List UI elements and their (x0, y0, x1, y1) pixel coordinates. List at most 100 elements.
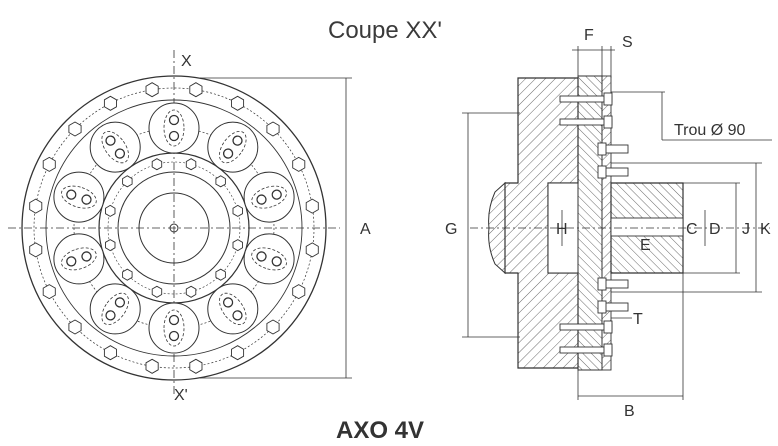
element-ellipse (251, 247, 287, 271)
element-ellipse (61, 185, 97, 209)
element-pin (256, 251, 267, 262)
outer-bolt-ring (29, 82, 319, 374)
dim-e-label: E (640, 237, 651, 254)
pocket-outline (53, 233, 105, 285)
outer-bolt-nut (189, 82, 203, 98)
element-ellipse (163, 309, 185, 347)
element-ellipse (219, 130, 247, 164)
outer-bolt-nut (103, 95, 117, 111)
dim-c-label: C (686, 221, 698, 238)
outer-disc (21, 75, 327, 381)
hub-inner-circle (117, 171, 231, 285)
element-pin (168, 130, 180, 142)
hub-bolt-nut (232, 204, 243, 217)
outer-bolt-nut (231, 345, 245, 361)
dim-j-label: J (742, 221, 750, 238)
hub-bolt-nut (122, 175, 133, 188)
element-ellipse (101, 130, 129, 164)
pocket-outline (148, 102, 200, 154)
element-pin (114, 148, 126, 159)
dim-s-label: S (622, 34, 633, 51)
outer-bolt-nut (231, 95, 245, 111)
bore-circle (138, 192, 210, 264)
elastic-element (219, 292, 247, 326)
pocket-outline (207, 121, 259, 173)
element-pin (222, 297, 234, 308)
outer-bolt-nut (292, 156, 306, 172)
outer-bolt-nut (266, 121, 280, 137)
element-pin (168, 330, 180, 342)
outer-bolt-nut (68, 319, 82, 335)
pocket-outline (89, 283, 141, 335)
hole-note: Trou Ø 90 (674, 122, 746, 139)
element-pin (81, 251, 92, 262)
element-pin (271, 189, 282, 200)
elastic-element (163, 309, 185, 347)
outer-bolt-nut (305, 198, 319, 214)
element-pin (66, 189, 77, 200)
dim-g-label: G (445, 221, 457, 238)
elastic-element (251, 247, 287, 271)
element-ellipse (163, 109, 185, 147)
dim-d-label: D (709, 221, 721, 238)
hub-keyway (610, 217, 684, 237)
hub-bolt-nut (105, 239, 116, 252)
element-pin (66, 256, 77, 267)
bolt-circle-outer (33, 87, 315, 369)
outer-bolt-nut (29, 242, 43, 258)
hub-bolt-nut (185, 158, 197, 171)
outer-bolt-nut (103, 345, 117, 361)
hub-bolt-ring (105, 158, 243, 298)
hub-bolt-circle (107, 161, 241, 295)
pocket-outline (89, 121, 141, 173)
elastic-element (101, 292, 129, 326)
element-pin (232, 135, 243, 146)
pocket-outline (243, 171, 295, 223)
outer-bolt-nut (29, 198, 43, 214)
dim-k-label: K (760, 221, 771, 238)
element-pin (81, 194, 92, 205)
element-pin (114, 297, 126, 308)
side-bolts (559, 92, 629, 357)
side-hub-bolt-head (597, 142, 607, 156)
hub-bolt-nut (185, 285, 197, 298)
elastic-element (163, 109, 185, 147)
ring-circle (45, 99, 303, 357)
dim-f-label: F (584, 27, 594, 44)
side-bolt-head (603, 115, 613, 129)
hub-bolt-nut (215, 268, 226, 281)
outer-bolt-nut (266, 319, 280, 335)
outer-bolt-nut (42, 156, 56, 172)
element-pin (271, 256, 282, 267)
outer-bolt-nut (68, 121, 82, 137)
outer-bolt-nut (145, 82, 159, 98)
pocket-outline (148, 302, 200, 354)
elastic-element (219, 130, 247, 164)
dim-a-label: A (360, 221, 371, 238)
dim-h-label: H (556, 221, 568, 238)
element-pin (105, 135, 116, 146)
hub-bolt-nut (215, 175, 226, 188)
center-hole (169, 223, 179, 233)
section-title: Coupe XX' (328, 17, 442, 44)
element-pin (168, 314, 180, 326)
element-pin (256, 194, 267, 205)
pocket-outline (243, 233, 295, 285)
dim-t-label: T (633, 311, 643, 328)
element-pin (222, 148, 234, 159)
element-pin (168, 114, 180, 126)
side-bolt-head (603, 343, 613, 357)
pocket-outline (207, 283, 259, 335)
side-hub-bolt-head (597, 277, 607, 291)
hub-bolt-nut (122, 268, 133, 281)
outer-bolt-nut (305, 242, 319, 258)
outer-bolt-nut (145, 358, 159, 374)
axis-label-top: X (181, 53, 192, 70)
hub-bolt-nut (151, 285, 163, 298)
element-ellipse (219, 292, 247, 326)
axis-label-bottom: X' (174, 387, 188, 404)
product-name: AXO 4V (336, 417, 424, 444)
pocket-ring (53, 102, 295, 354)
side-bolt-head (603, 320, 613, 334)
hub-bolt-nut (151, 158, 163, 171)
